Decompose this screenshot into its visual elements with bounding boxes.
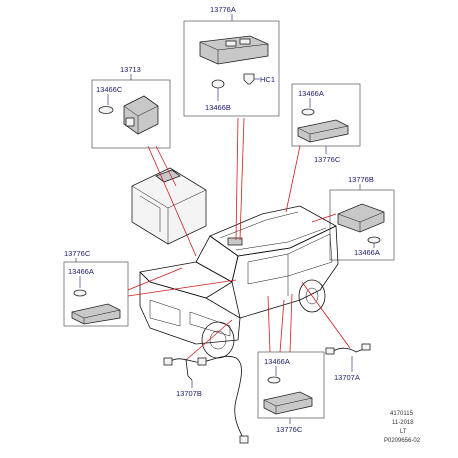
- box-13776A: [183, 20, 280, 117]
- lamp-13776C-bottom: [263, 391, 313, 415]
- label-HC1: HC1: [260, 75, 275, 84]
- label-13776B: 13776B: [348, 175, 374, 184]
- group-13713: 13713 13466C: [91, 65, 171, 149]
- group-13776C-top: 13466A 13776C: [291, 83, 361, 164]
- harness-13707A: 13707A: [325, 343, 371, 382]
- label-13707A: 13707A: [334, 373, 360, 382]
- bulb-13466A-top: [301, 108, 315, 116]
- bulb-13466C: [98, 106, 114, 114]
- label-13776C-top: 13776C: [314, 155, 341, 164]
- group-13776C-bottom: 13466A 13776C: [257, 351, 325, 434]
- label-13466A-top: 13466A: [298, 89, 324, 98]
- reference-block: 4170115 11-2018 LT P0209656-02: [384, 411, 421, 444]
- lamp-13776C-top: [297, 119, 349, 143]
- rear-wheel: [298, 279, 326, 313]
- clip-HC1: [243, 73, 255, 85]
- label-13466A-left: 13466A: [68, 267, 94, 276]
- harness-13707B-wire: [169, 355, 245, 441]
- group-13776C-left: 13776C 13466A: [63, 249, 129, 327]
- label-13776A: 13776A: [210, 5, 236, 14]
- lamp-13776B: [337, 203, 385, 233]
- ref-brand-code: LT: [400, 429, 407, 435]
- sunroof-lamp-marker: [227, 237, 243, 246]
- label-13466C: 13466C: [96, 85, 123, 94]
- front-wheel: [201, 321, 235, 359]
- overhead-console-part: [199, 35, 269, 65]
- lamp-13776C-left: [71, 303, 121, 325]
- vehicle-front: [139, 271, 241, 345]
- harness-13707A-wire: [331, 347, 367, 353]
- harness-13707B: 13707B: [163, 355, 249, 444]
- label-13776C-left: 13776C: [64, 249, 91, 258]
- label-13713: 13713: [120, 65, 141, 74]
- label-13466A-bottom: 13466A: [264, 357, 290, 366]
- label-13466A-right: 13466A: [354, 248, 380, 257]
- vehicle-roof: [209, 205, 337, 257]
- box-13776C-left: [63, 261, 129, 327]
- red-callout-lines: [127, 117, 351, 361]
- label-13466B: 13466B: [205, 103, 231, 112]
- box-13776B: [329, 189, 395, 261]
- bulb-13466A-bottom: [267, 376, 281, 384]
- ref-drawing-id: P0209656-02: [384, 438, 421, 444]
- vehicle-side-body: [231, 225, 339, 319]
- group-13776B: 13776B 13466A: [329, 175, 395, 261]
- bulb-13466A-right: [367, 236, 381, 244]
- group-13776A: 13776A 13466B HC1: [183, 5, 280, 117]
- vehicle-range-rover-sport: [139, 205, 339, 359]
- bulb-13466A-left: [73, 289, 87, 297]
- box-13776C-bottom: [257, 351, 325, 419]
- lamp-housing-13713: [123, 95, 159, 135]
- ref-date: 11-2018: [392, 420, 414, 426]
- box-13713: [91, 79, 171, 149]
- bulb-13466B: [211, 79, 225, 89]
- ref-number: 4170115: [390, 411, 414, 417]
- label-13776C-bottom: 13776C: [276, 425, 303, 434]
- label-13707B: 13707B: [176, 389, 202, 398]
- glovebox-lamp-housing: [131, 167, 207, 245]
